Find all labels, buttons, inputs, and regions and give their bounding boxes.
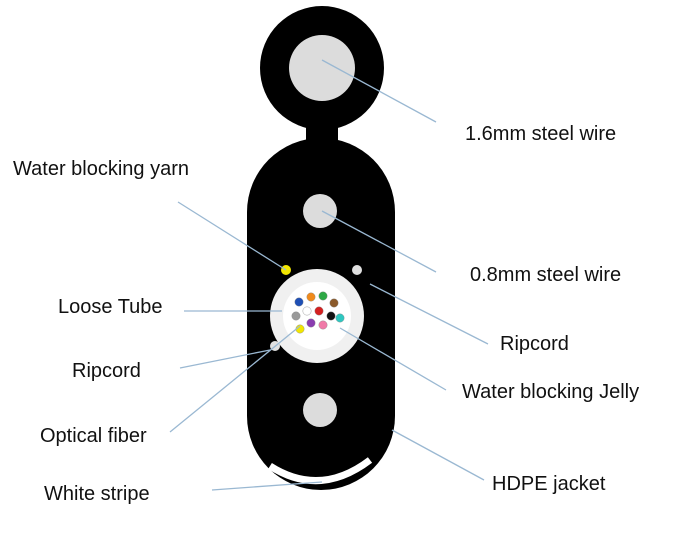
leader-white-stripe <box>211 481 323 491</box>
label-ripcord-right: Ripcord <box>500 333 569 355</box>
leader-lines <box>169 59 489 491</box>
label-hdpe-jacket: HDPE jacket <box>492 473 606 495</box>
leader-optical-fiber <box>169 325 301 433</box>
optical-fiber-3 <box>318 291 328 301</box>
ripcord-right-dot <box>352 265 362 275</box>
label-water-blocking-jelly: Water blocking Jelly <box>462 381 639 403</box>
labels: 1.6mm steel wire Water blocking yarn 0.8… <box>13 123 639 505</box>
leader-water-blocking-yarn <box>177 201 287 271</box>
optical-fiber-4 <box>329 298 339 308</box>
label-white-stripe: White stripe <box>44 483 150 505</box>
leader-water-blocking-jelly <box>339 327 447 391</box>
optical-fiber-12 <box>335 313 345 323</box>
optical-fibers <box>291 291 345 334</box>
optical-fiber-1 <box>294 297 304 307</box>
optical-fiber-10 <box>306 318 316 328</box>
optical-fiber-11 <box>318 320 328 330</box>
optical-fiber-7 <box>314 306 324 316</box>
leader-steel-wire-1-6mm <box>321 59 437 123</box>
optical-fiber-2 <box>306 292 316 302</box>
cable-body <box>247 138 395 490</box>
leader-ripcord-right <box>369 283 489 345</box>
label-steel-wire-0-8mm: 0.8mm steel wire <box>470 264 621 286</box>
label-ripcord-left: Ripcord <box>72 360 141 382</box>
optical-fiber-5 <box>291 311 301 321</box>
optical-fiber-6 <box>302 306 312 316</box>
label-loose-tube: Loose Tube <box>58 296 163 318</box>
optical-fiber-8 <box>326 311 336 321</box>
label-optical-fiber: Optical fiber <box>40 425 147 447</box>
label-steel-wire-1-6mm: 1.6mm steel wire <box>465 123 616 145</box>
leader-hdpe-jacket <box>391 429 485 481</box>
label-water-blocking-yarn: Water blocking yarn <box>13 158 189 180</box>
white-stripe <box>268 457 373 485</box>
leader-ripcord-left <box>179 349 271 369</box>
steel-wire-0-8mm-top <box>303 194 337 228</box>
leader-steel-wire-0-8mm <box>321 210 437 273</box>
steel-wire-1-6mm <box>289 35 355 101</box>
steel-wire-0-8mm-bottom <box>303 393 337 427</box>
